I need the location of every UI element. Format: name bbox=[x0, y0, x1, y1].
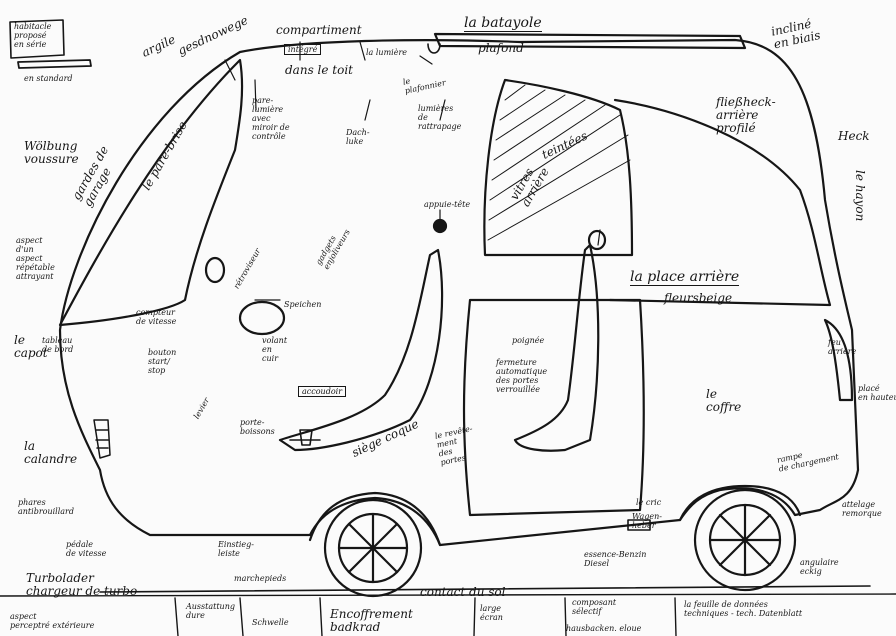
label-lumieres-rattrapage: lumières de rattrapage bbox=[418, 104, 462, 131]
label-turbolader: Turbolader chargeur de turbo bbox=[26, 571, 138, 598]
label-ausstattung: Ausstattung dure bbox=[186, 602, 235, 620]
label-plafond: plafond bbox=[478, 41, 524, 55]
label-heck: Heck bbox=[838, 129, 870, 143]
label-compartiment: compartiment bbox=[276, 23, 362, 37]
windshield-outline bbox=[58, 58, 244, 327]
label-lumiere: la lumière bbox=[366, 48, 408, 57]
label-integre: intégré bbox=[284, 44, 322, 55]
label-angulaire: angulaire eckig bbox=[800, 558, 839, 576]
label-habitacle: habitacle proposé en série bbox=[14, 22, 52, 49]
label-einstieg: Einstieg- leiste bbox=[218, 540, 254, 558]
label-volant: volant en cuir bbox=[262, 336, 288, 363]
label-speichen: Speichen bbox=[284, 300, 322, 309]
label-aspect: aspect d'un aspect répétable attrayant bbox=[16, 236, 55, 281]
label-compteur: compteur de vitesse bbox=[136, 308, 177, 326]
label-standard: en standard bbox=[24, 74, 73, 83]
grille-sketch bbox=[93, 419, 111, 459]
hatch-outline bbox=[608, 98, 832, 307]
label-fermeture: fermeture automatique des portes verroui… bbox=[496, 358, 548, 394]
rear-window-outline bbox=[483, 78, 634, 257]
rear-wheel bbox=[693, 488, 797, 592]
label-contact-du-sol: contact du sol bbox=[420, 585, 506, 599]
label-hausbacken: hausbacken. eloue bbox=[566, 624, 642, 633]
label-bouton: bouton start/ stop bbox=[148, 348, 177, 375]
label-feu-arriere: feu arrière bbox=[828, 338, 857, 356]
label-la-batayole: la batayole bbox=[464, 15, 542, 32]
label-large-ecran: large écran bbox=[480, 604, 503, 622]
label-appuie-tete: appuie-tête bbox=[424, 200, 471, 209]
label-pedale: pédale de vitesse bbox=[66, 540, 107, 558]
label-porte-boissons: porte- boissons bbox=[240, 418, 275, 436]
label-fleursbeige: fleursbeige bbox=[664, 291, 733, 305]
front-wheel bbox=[323, 498, 423, 598]
label-la-place-arriere: la place arrière bbox=[630, 269, 740, 286]
label-phares: phares antibrouillard bbox=[18, 498, 74, 516]
label-place-en-hauteur: placé en hauteur bbox=[858, 384, 896, 402]
label-dach-luke: Dach- luke bbox=[346, 128, 370, 146]
label-essence: essence-Benzin Diesel bbox=[584, 550, 647, 568]
door-outline bbox=[462, 298, 645, 517]
rearview-mirror bbox=[204, 256, 226, 284]
ground-line bbox=[99, 585, 871, 593]
seat-rear bbox=[513, 243, 600, 452]
label-marchepieds: marchepieds bbox=[234, 574, 287, 583]
label-tableau-bord: tableau de bord bbox=[42, 336, 74, 354]
headrest-rear bbox=[587, 229, 607, 251]
rear-light bbox=[823, 318, 854, 402]
roof-rail bbox=[433, 32, 747, 50]
label-encoffrement: Encoffrement badkrad bbox=[330, 607, 413, 634]
label-attelage: attelage remorque bbox=[842, 500, 882, 518]
seat-front bbox=[278, 248, 444, 452]
label-la-calandre: la calandre bbox=[24, 439, 78, 466]
label-dans-le-toit: dans le toit bbox=[285, 63, 353, 77]
label-le-coffre: le coffre bbox=[706, 387, 742, 414]
label-wagenheber: Wagen- heber bbox=[632, 512, 663, 530]
label-pare-lumiere: pare- lumière avec miroir de contrôle bbox=[252, 96, 290, 141]
label-composant: composant sélectif bbox=[572, 598, 617, 616]
label-la-feuille: la feuille de données techniques - tech.… bbox=[684, 600, 803, 618]
label-le-hayon: le hayon bbox=[853, 170, 867, 222]
label-le-capot: le capot bbox=[14, 333, 48, 360]
label-schwelle: Schwelle bbox=[252, 618, 289, 627]
label-poignee: poignée bbox=[512, 336, 545, 345]
label-accoudoir: accoudoir bbox=[298, 386, 347, 397]
label-wolbung: Wölbung voussure bbox=[24, 139, 79, 166]
label-fliessheck: fließheck- arrière profilé bbox=[716, 95, 776, 135]
label-aspect-exterieur: aspect perceptré extérieure bbox=[10, 612, 95, 630]
steering-wheel bbox=[238, 300, 286, 336]
label-le-cric: le cric bbox=[636, 498, 662, 507]
